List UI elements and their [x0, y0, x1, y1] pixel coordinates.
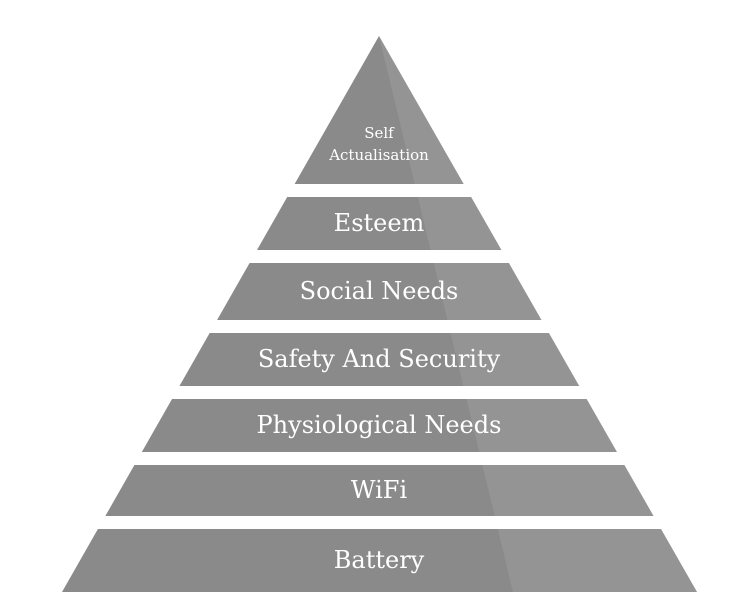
- tier-shading: [379, 36, 464, 184]
- tier-social-needs: [217, 263, 542, 320]
- tier-label-social-needs: Social Needs: [300, 277, 459, 305]
- tier-shading: [450, 333, 580, 386]
- tier-wifi: [105, 465, 654, 516]
- tier-label-physiological-needs: Physiological Needs: [257, 411, 502, 439]
- tier-label-wifi: WiFi: [351, 476, 408, 504]
- tier-shading: [482, 465, 654, 516]
- tier-label-self-actualisation-line-1: Self: [364, 124, 395, 142]
- tier-shading: [417, 197, 502, 250]
- tier-physiological-needs: [141, 399, 617, 452]
- tier-label-self-actualisation-line-2: Actualisation: [328, 146, 429, 164]
- tier-self-actualisation: [294, 36, 464, 184]
- tier-safety-and-security: [179, 333, 580, 386]
- tier-shading: [466, 399, 617, 452]
- tier-battery: [62, 529, 697, 592]
- tier-label-esteem: Esteem: [334, 209, 425, 237]
- tier-label-battery: Battery: [334, 546, 425, 574]
- tier-label-safety-and-security: Safety And Security: [258, 345, 501, 373]
- tier-shading: [497, 529, 697, 592]
- tier-shading: [433, 263, 542, 320]
- tier-esteem: [256, 197, 502, 250]
